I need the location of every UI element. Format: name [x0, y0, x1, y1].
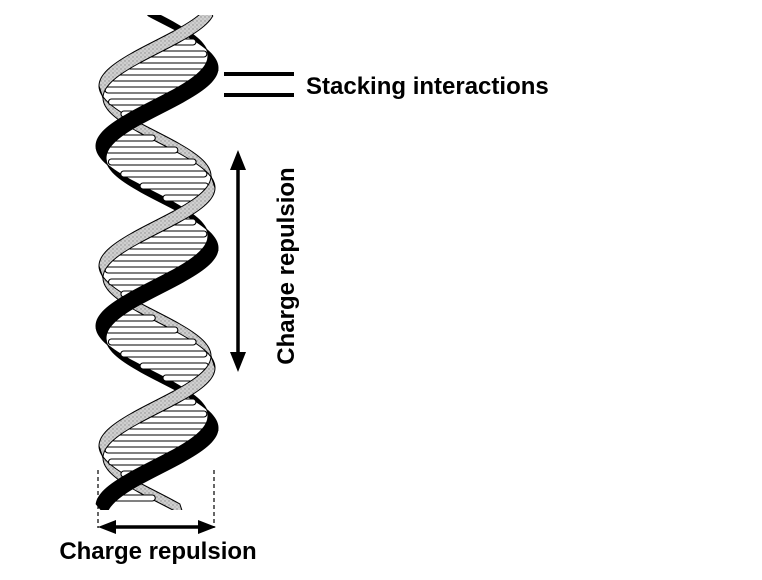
vertical-double-arrow	[230, 150, 246, 372]
stacking-interaction-marker	[224, 72, 294, 97]
charge-repulsion-horizontal-label: Charge repulsion	[59, 538, 256, 565]
backbone-strand-2	[98, 175, 216, 279]
helix-base-pairs	[104, 38, 210, 502]
horizontal-double-arrow	[98, 520, 216, 534]
helix-front-strand	[95, 15, 219, 510]
base-pair	[110, 74, 202, 82]
base-pair	[107, 338, 197, 346]
dna-helix	[95, 15, 219, 510]
charge-repulsion-vertical-label: Charge repulsion	[273, 167, 300, 364]
backbone-strand-2	[98, 355, 216, 459]
base-pair	[104, 326, 179, 334]
base-pair	[104, 146, 179, 154]
base-pair	[120, 170, 208, 178]
base-pair	[139, 182, 209, 190]
backbone-strand-2	[98, 445, 183, 510]
stacking-interactions-label: Stacking interactions	[306, 73, 549, 100]
backbone-strand-1	[95, 56, 219, 162]
base-pair	[139, 362, 209, 370]
backbone-strand-1	[95, 416, 219, 510]
helix-width-guides	[97, 470, 215, 528]
backbone-strand-2	[98, 15, 214, 99]
base-pair	[110, 254, 202, 262]
base-pair	[110, 434, 202, 442]
base-pair	[107, 158, 197, 166]
backbone-strand-1	[95, 236, 219, 342]
base-pair	[120, 350, 208, 358]
